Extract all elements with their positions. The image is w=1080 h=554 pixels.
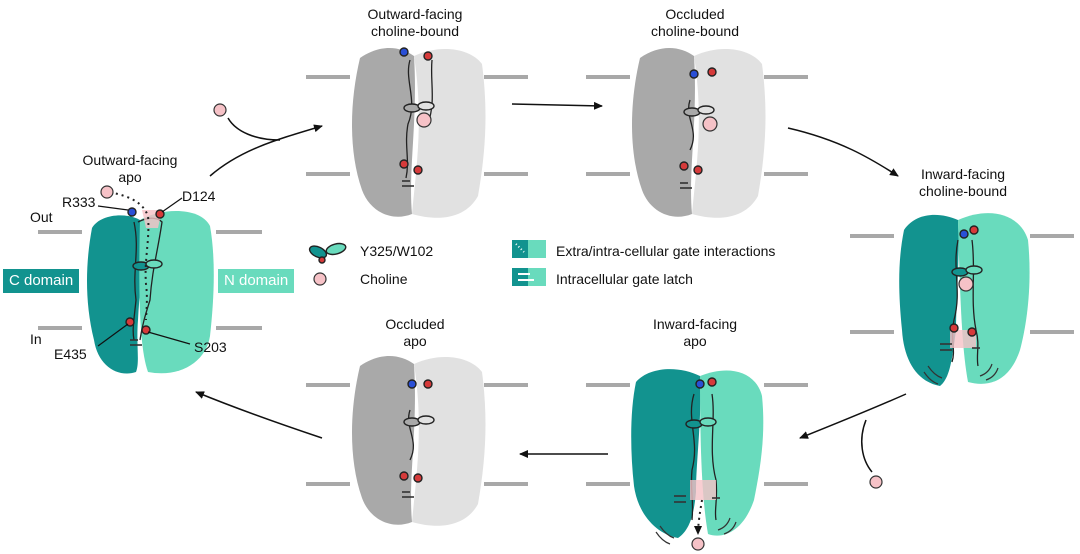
- arrow-apo-to-outward-bound: [209, 124, 323, 177]
- y325-w102-pair-icon: [403, 415, 435, 427]
- y325-w102-pair-icon: [132, 259, 163, 271]
- y325-w102-pair-icon: [403, 101, 435, 113]
- choline-icon: [100, 185, 114, 199]
- gate-interactions-icon: [512, 240, 546, 258]
- arrow-outward-to-occluded: [511, 101, 603, 110]
- gate-latch-marks: [130, 180, 980, 503]
- motion-marks: [655, 363, 999, 545]
- choline-exit-path: [694, 499, 703, 535]
- choline-icon: [869, 475, 883, 489]
- legend-gate-latch-label: Intracellular gate latch: [556, 271, 693, 287]
- choline-icon: [691, 537, 705, 551]
- residue-label-d124: D124: [182, 188, 216, 204]
- state-label-outward-apo: Outward-facing apo: [82, 152, 178, 185]
- n-domain-label: N domain: [218, 269, 295, 293]
- c-domain-shape: [631, 369, 701, 538]
- n-domain-shape: [958, 213, 1030, 384]
- n-domain-shape: [412, 357, 486, 526]
- arrow-inward-bound-to-inward-apo: [799, 393, 907, 439]
- protein-inward-apo: [631, 369, 764, 538]
- legend-choline-label: Choline: [360, 271, 408, 287]
- choline-icon: [213, 103, 227, 117]
- protein-inward-bound: [899, 213, 1030, 386]
- legend-icons: [308, 240, 546, 286]
- y325-w102-pair-icon: [308, 242, 347, 264]
- c-domain-shape: [632, 48, 695, 217]
- residue-label-s203: S203: [194, 339, 227, 355]
- choline-icon: [958, 276, 974, 292]
- y325-w102-pair-icon: [685, 417, 717, 429]
- arrow-choline-binding: [227, 117, 281, 141]
- choline-icon: [416, 112, 432, 128]
- choline-molecules: [100, 103, 974, 551]
- arrow-occluded-to-inward: [787, 127, 899, 177]
- gate-residue-markers: [125, 47, 983, 483]
- protein-outward-bound: [352, 48, 486, 218]
- c-domain-shape: [352, 48, 415, 217]
- legend-gate-interactions-label: Extra/intra-cellular gate interactions: [556, 243, 776, 259]
- membrane-label-in: In: [30, 331, 42, 347]
- state-label-occluded-bound: Occluded choline-bound: [651, 6, 739, 39]
- choline-icon: [702, 116, 718, 132]
- state-label-inward-bound: Inward-facing choline-bound: [919, 166, 1007, 199]
- choline-icon: [313, 272, 327, 286]
- n-domain-shape: [700, 370, 764, 536]
- gate-latch-icon: [512, 268, 546, 286]
- state-label-outward-bound: Outward-facing choline-bound: [367, 6, 463, 39]
- y325-w102-pair-icon: [951, 265, 983, 277]
- n-domain-shape: [412, 49, 486, 218]
- state-label-occluded-apo: Occluded apo: [385, 316, 445, 349]
- legend-gate-pair-label: Y325/W102: [360, 243, 434, 259]
- choline-entry-path: [109, 191, 150, 321]
- residue-label-e435: E435: [54, 346, 87, 362]
- protein-occluded-bound: [632, 48, 766, 218]
- protein-outward-apo: [87, 210, 214, 374]
- n-domain-shape: [139, 210, 214, 374]
- residue-pointer-lines: [97, 197, 191, 347]
- y325-w102-pair-icon: [683, 105, 715, 117]
- arrow-choline-release: [860, 419, 873, 473]
- protein-occluded-apo: [352, 356, 486, 526]
- residue-label-r333: R333: [62, 194, 96, 210]
- state-label-inward-apo: Inward-facing apo: [652, 316, 738, 349]
- c-domain-label: C domain: [3, 269, 80, 293]
- c-domain-shape: [352, 356, 415, 525]
- membrane-lines: [38, 75, 1074, 486]
- c-domain-shape: [87, 215, 143, 374]
- cycle-arrows: [195, 101, 907, 473]
- arrow-occluded-apo-to-outward-apo: [195, 391, 323, 439]
- c-domain-shape: [899, 214, 959, 386]
- membrane-label-out: Out: [30, 209, 53, 225]
- n-domain-shape: [692, 49, 766, 218]
